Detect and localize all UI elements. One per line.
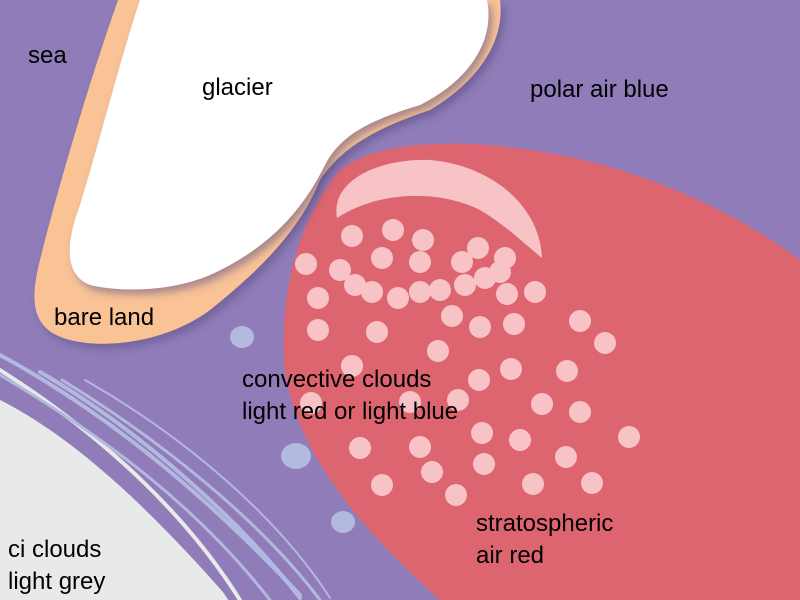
convective-cloud-dot-red <box>341 355 363 377</box>
convective-cloud-dot-red <box>341 225 363 247</box>
convective-dots <box>230 219 640 533</box>
convective-cloud-dot-blue <box>281 443 311 469</box>
convective-cloud-dot-red <box>399 391 421 413</box>
convective-cloud-dot-red <box>522 473 544 495</box>
convective-cloud-dot-red <box>441 305 463 327</box>
convective-cloud-dot-red <box>429 279 451 301</box>
convective-cloud-dot-red <box>295 253 317 275</box>
convective-cloud-dot-red <box>300 392 322 414</box>
convective-cloud-dot-red <box>371 474 393 496</box>
label-sea: sea <box>28 42 67 69</box>
convective-cloud-dot-red <box>366 321 388 343</box>
convective-cloud-dot-red <box>371 247 393 269</box>
label-convective-clouds: convective clouds light red or light blu… <box>242 364 458 428</box>
convective-cloud-dot-red <box>569 401 591 423</box>
convective-cloud-dot-red <box>307 287 329 309</box>
convective-cloud-dot-red <box>524 281 546 303</box>
label-ci-line2: light grey <box>8 568 106 595</box>
label-convective-line1: convective clouds <box>242 366 432 393</box>
convective-cloud-dot-red <box>569 310 591 332</box>
label-convective-line2: light red or light blue <box>242 398 459 425</box>
convective-cloud-dot-red <box>454 274 476 296</box>
glacier-region <box>69 0 489 290</box>
convective-cloud-dot-red <box>361 281 383 303</box>
convective-cloud-dot-red <box>427 340 449 362</box>
convective-cloud-dot-red <box>387 287 409 309</box>
convective-cloud-dot-red <box>447 389 469 411</box>
convective-cloud-dot-red <box>494 247 516 269</box>
convective-cloud-dot-red <box>409 251 431 273</box>
convective-cloud-dot-red <box>555 446 577 468</box>
convective-cloud-dot-red <box>467 237 489 259</box>
convective-crescent <box>336 159 542 258</box>
label-ci-clouds: ci clouds light grey <box>8 534 105 598</box>
convective-cloud-dot-red <box>451 251 473 273</box>
convective-cloud-dot-red <box>471 422 493 444</box>
convective-cloud-dot-red <box>496 283 518 305</box>
label-stratospheric-line1: stratospheric <box>476 510 614 537</box>
label-bare-land: bare land <box>54 304 155 331</box>
convective-cloud-dot-blue <box>230 326 254 348</box>
ci-clouds-region <box>0 400 230 600</box>
convective-cloud-dot-blue <box>331 511 355 533</box>
label-ci-line1: ci clouds <box>8 536 102 563</box>
convective-cloud-dot-red <box>349 437 371 459</box>
convective-cloud-dot-red <box>421 461 443 483</box>
convective-cloud-dot-red <box>500 358 522 380</box>
convective-cloud-dot-red <box>581 472 603 494</box>
convective-cloud-dot-red <box>409 281 431 303</box>
convective-cloud-dot-red <box>473 453 495 475</box>
convective-cloud-dot-red <box>412 229 434 251</box>
convective-cloud-dot-red <box>469 316 491 338</box>
convective-cloud-dot-red <box>509 429 531 451</box>
label-stratospheric-line2: air red <box>476 542 545 569</box>
convective-cloud-dot-red <box>409 436 431 458</box>
convective-cloud-dot-red <box>382 219 404 241</box>
label-polar-air: polar air blue <box>530 76 669 103</box>
ci-cloud-streaks <box>0 347 331 600</box>
convective-cloud-dot-red <box>344 274 366 296</box>
convective-cloud-dot-red <box>468 369 490 391</box>
convective-cloud-dot-red <box>618 426 640 448</box>
convective-cloud-dot-red <box>329 259 351 281</box>
convective-cloud-dot-red <box>445 484 467 506</box>
convective-cloud-dot-red <box>556 360 578 382</box>
convective-cloud-dot-red <box>307 319 329 341</box>
convective-cloud-dot-red <box>531 393 553 415</box>
label-stratospheric-air: stratospheric air red <box>476 508 613 572</box>
convective-cloud-dot-red <box>503 313 525 335</box>
label-glacier: glacier <box>202 74 273 101</box>
convective-cloud-dot-red <box>594 332 616 354</box>
